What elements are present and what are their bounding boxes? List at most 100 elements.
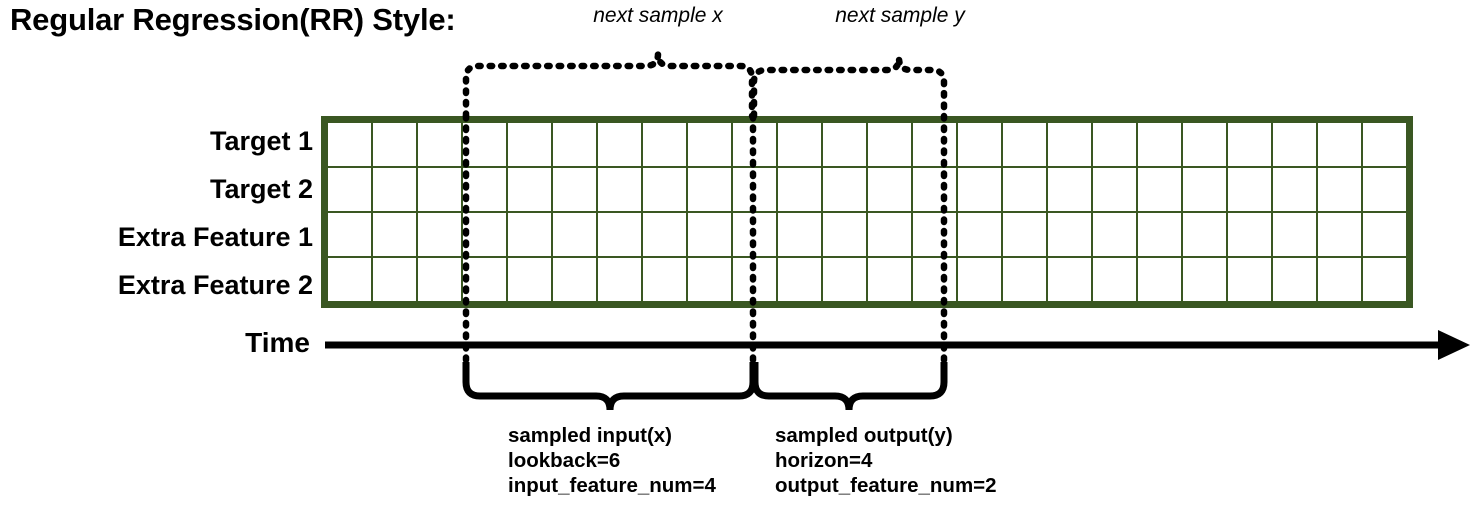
- grid-cell-input: [596, 166, 643, 213]
- grid-cell-empty: [371, 211, 418, 258]
- grid-cell-input: [596, 121, 643, 168]
- grid-cell-empty: [326, 256, 373, 303]
- grid-cell-input: [596, 256, 643, 303]
- grid-cell-input: [641, 121, 688, 168]
- grid-cell-empty: [1046, 121, 1093, 168]
- grid-cell-empty: [1091, 121, 1138, 168]
- sampled-input-title: sampled input(x): [508, 424, 673, 447]
- grid-cell-empty: [371, 256, 418, 303]
- grid-cell-empty: [1046, 166, 1093, 213]
- sampled-input-brace: [462, 362, 757, 411]
- grid-cell-empty: [1136, 211, 1183, 258]
- grid-cell-empty: [1181, 256, 1228, 303]
- grid-cell-empty: [1001, 256, 1048, 303]
- grid-cell-empty: [1091, 256, 1138, 303]
- grid-row: [326, 256, 1408, 303]
- row-label-target-1: Target 1: [209, 126, 313, 156]
- grid-cell-empty: [416, 211, 463, 258]
- grid-cell-empty: [731, 256, 778, 303]
- grid-cell-output: [776, 121, 823, 168]
- grid-cell-input: [686, 211, 733, 258]
- grid-cell-input: [551, 166, 598, 213]
- grid-cell-empty: [1361, 166, 1408, 213]
- grid-cell-empty: [416, 166, 463, 213]
- grid-cell-empty: [956, 256, 1003, 303]
- grid-cell-empty: [1136, 121, 1183, 168]
- grid-cell-output: [821, 166, 868, 213]
- grid-cell-empty: [1361, 256, 1408, 303]
- grid-cell-input: [461, 121, 508, 168]
- grid-cell-empty: [1046, 211, 1093, 258]
- grid-cell-empty: [956, 211, 1003, 258]
- timeseries-grid: [321, 116, 1413, 308]
- grid-cell-empty: [821, 211, 868, 258]
- sampled-output-title: sampled output(y): [775, 424, 953, 447]
- grid-cell-empty: [1136, 166, 1183, 213]
- grid-cell-empty: [1136, 256, 1183, 303]
- time-axis-arrowhead: [1438, 330, 1470, 360]
- grid-cell-input: [686, 121, 733, 168]
- sampled-input-lookback: lookback=6: [508, 449, 621, 472]
- grid-cell-empty: [1271, 256, 1318, 303]
- grid-cell-empty: [956, 166, 1003, 213]
- grid-cell-empty: [1001, 211, 1048, 258]
- sampled-input-annotation: sampled input(x) lookback=6 input_featur…: [508, 423, 716, 498]
- grid-cell-output: [866, 121, 913, 168]
- grid-cell-empty: [1316, 166, 1363, 213]
- grid-cell-input: [506, 256, 553, 303]
- sampled-output-horizon: horizon=4: [775, 449, 873, 472]
- grid-cell-input: [596, 211, 643, 258]
- grid-cell-empty: [1226, 121, 1273, 168]
- grid-cell-empty: [1091, 211, 1138, 258]
- grid-cell-empty: [866, 256, 913, 303]
- grid-cell-output: [731, 166, 778, 213]
- grid-row: [326, 166, 1408, 213]
- grid-cell-empty: [911, 256, 958, 303]
- grid-cell-empty: [1271, 166, 1318, 213]
- grid-cell-output: [776, 166, 823, 213]
- grid-cell-empty: [1091, 166, 1138, 213]
- grid-cell-empty: [1181, 166, 1228, 213]
- grid-cell-input: [686, 166, 733, 213]
- grid-cell-empty: [1001, 166, 1048, 213]
- grid-cell-input: [506, 166, 553, 213]
- grid-cell-input: [641, 256, 688, 303]
- time-axis-label: Time: [245, 327, 310, 358]
- grid-cell-empty: [1361, 211, 1408, 258]
- grid-cell-empty: [776, 211, 823, 258]
- grid-cell-empty: [1316, 256, 1363, 303]
- grid-cell-empty: [416, 256, 463, 303]
- grid-cell-input: [461, 166, 508, 213]
- grid-cell-empty: [1181, 211, 1228, 258]
- grid-cell-empty: [956, 121, 1003, 168]
- grid-cell-empty: [1181, 121, 1228, 168]
- grid-table: [326, 121, 1408, 303]
- grid-cell-empty: [1271, 211, 1318, 258]
- grid-row: [326, 121, 1408, 168]
- next-sample-x-brace: [462, 53, 756, 120]
- grid-cell-empty: [1316, 121, 1363, 168]
- grid-cell-empty: [911, 211, 958, 258]
- grid-cell-output: [866, 166, 913, 213]
- grid-cell-input: [551, 121, 598, 168]
- grid-cell-input: [551, 256, 598, 303]
- sampled-input-feature-num: input_feature_num=4: [508, 474, 716, 497]
- grid-cell-empty: [1226, 256, 1273, 303]
- grid-cell-empty: [326, 211, 373, 258]
- grid-cell-input: [506, 121, 553, 168]
- grid-cell-input: [506, 211, 553, 258]
- sampled-output-brace: [751, 362, 948, 411]
- grid-cell-empty: [776, 256, 823, 303]
- next-sample-x-label: next sample x: [593, 4, 723, 27]
- grid-cell-input: [641, 211, 688, 258]
- grid-cell-empty: [371, 166, 418, 213]
- grid-cell-empty: [731, 211, 778, 258]
- grid-cell-empty: [1001, 121, 1048, 168]
- grid-cell-empty: [1046, 256, 1093, 303]
- row-label-extra-feature-2: Extra Feature 2: [117, 270, 313, 300]
- grid-cell-input: [551, 211, 598, 258]
- page-title: Regular Regression(RR) Style:: [10, 2, 456, 37]
- grid-cell-empty: [821, 256, 868, 303]
- grid-cell-empty: [1271, 121, 1318, 168]
- grid-cell-output: [821, 121, 868, 168]
